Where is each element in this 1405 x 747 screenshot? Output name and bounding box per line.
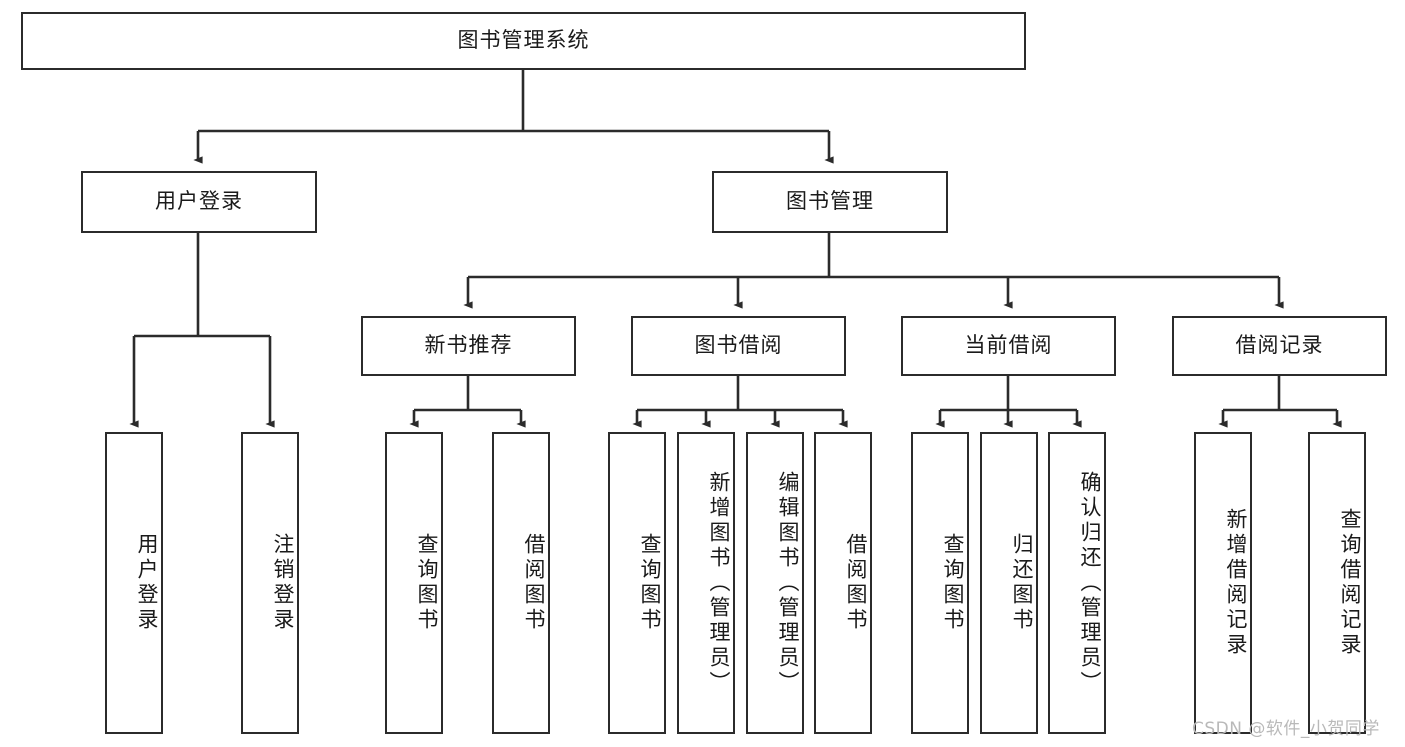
node-book-borrow[interactable]: 图书借阅: [631, 316, 846, 376]
leaf-record-add-record[interactable]: 新增借阅记录: [1194, 432, 1252, 734]
node-label: 借阅图书: [522, 533, 546, 633]
leaf-record-query-record[interactable]: 查询借阅记录: [1308, 432, 1366, 734]
node-label: 图书借阅: [694, 333, 783, 358]
node-label: 当前借阅: [964, 333, 1053, 358]
leaf-borrow-borrow-book[interactable]: 借阅图书: [814, 432, 872, 734]
node-borrow-record[interactable]: 借阅记录: [1172, 316, 1387, 376]
node-label: 归还图书: [1010, 533, 1034, 633]
node-book-management[interactable]: 图书管理: [712, 171, 948, 233]
node-label: 新增图书（管理员）: [707, 470, 731, 696]
node-label: 借阅记录: [1235, 333, 1324, 358]
node-label: 新增借阅记录: [1224, 508, 1248, 658]
leaf-borrow-edit-book-admin[interactable]: 编辑图书（管理员）: [746, 432, 804, 734]
leaf-borrow-query-book[interactable]: 查询图书: [608, 432, 666, 734]
csdn-watermark: CSDN @软件_小贺同学: [1192, 719, 1380, 739]
node-user-login[interactable]: 用户登录: [81, 171, 317, 233]
node-label: 用户登录: [155, 189, 243, 214]
leaf-user-login-login[interactable]: 用户登录: [105, 432, 163, 734]
node-label: 查询图书: [415, 533, 439, 633]
leaf-borrow-add-book-admin[interactable]: 新增图书（管理员）: [677, 432, 735, 734]
node-current-borrow[interactable]: 当前借阅: [901, 316, 1116, 376]
node-root-system[interactable]: 图书管理系统: [21, 12, 1026, 70]
node-label: 确认归还（管理员）: [1078, 470, 1102, 696]
leaf-recommend-borrow-book[interactable]: 借阅图书: [492, 432, 550, 734]
node-label: 编辑图书（管理员）: [776, 470, 800, 696]
leaf-current-query-book[interactable]: 查询图书: [911, 432, 969, 734]
node-label: 查询图书: [941, 533, 965, 633]
node-label: 注销登录: [271, 533, 295, 633]
leaf-user-login-logout[interactable]: 注销登录: [241, 432, 299, 734]
leaf-current-confirm-return-admin[interactable]: 确认归还（管理员）: [1048, 432, 1106, 734]
node-label: 用户登录: [135, 533, 159, 633]
node-label: 查询借阅记录: [1338, 508, 1362, 658]
node-label: 借阅图书: [844, 533, 868, 633]
node-label: 图书管理系统: [457, 28, 590, 53]
node-label: 图书管理: [786, 189, 874, 214]
node-label: 查询图书: [638, 533, 662, 633]
node-new-book-recommend[interactable]: 新书推荐: [361, 316, 576, 376]
leaf-recommend-query-book[interactable]: 查询图书: [385, 432, 443, 734]
leaf-current-return-book[interactable]: 归还图书: [980, 432, 1038, 734]
node-label: 新书推荐: [424, 333, 513, 358]
